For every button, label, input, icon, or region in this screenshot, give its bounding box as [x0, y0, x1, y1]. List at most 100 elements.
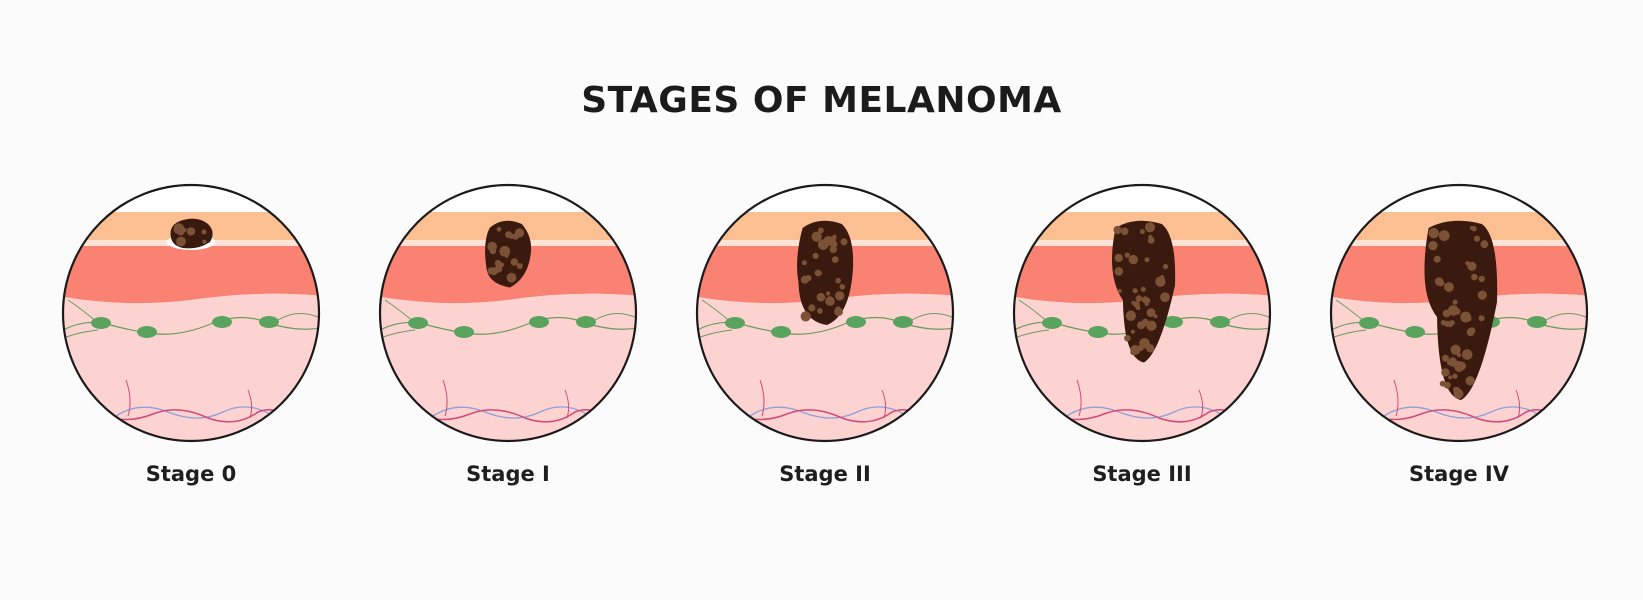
cell — [576, 316, 596, 328]
tumor-cell — [835, 277, 841, 284]
tumor-cell — [496, 226, 502, 232]
tumor-cell — [506, 272, 517, 283]
tumor-cell — [1124, 252, 1130, 258]
subcutis-layer — [380, 293, 636, 441]
tumor-cell — [1144, 257, 1150, 263]
nerve-branch — [277, 313, 319, 321]
subcutis-layer — [63, 293, 319, 441]
tumor-cell — [1471, 273, 1478, 281]
blood-vessel-red — [1370, 409, 1557, 423]
tumor-cell — [516, 263, 523, 269]
tumor-cell — [186, 227, 196, 236]
tumor-cell — [1148, 234, 1153, 240]
tumor-cell — [1144, 222, 1156, 233]
tumor-cell — [840, 238, 848, 246]
tumor-cell — [1117, 289, 1122, 293]
tumor-cell — [1141, 296, 1149, 304]
tumor-cell — [1113, 225, 1122, 235]
tumor-cell — [801, 260, 807, 266]
tumor-cell — [817, 227, 824, 234]
blood-vessel-branch — [125, 379, 131, 417]
tumor-cell — [829, 245, 837, 254]
stage-label-2: Stage II — [779, 462, 871, 486]
tumor-cell — [1469, 225, 1474, 230]
tumor-cell — [1467, 261, 1477, 271]
tumor-cell — [825, 291, 831, 296]
blood-vessel-red — [419, 409, 606, 423]
tumor-cell — [501, 249, 508, 256]
nerve-branch — [1545, 313, 1587, 321]
melanoma-tumor — [1424, 220, 1498, 400]
tumor-cell — [1130, 345, 1141, 355]
tumor-cell — [499, 262, 505, 268]
tumor-cell — [817, 239, 829, 250]
stage-label-1: Stage I — [466, 462, 550, 486]
tumor-cell — [489, 267, 498, 276]
blood-vessel-branch — [442, 379, 448, 417]
tumor-cell — [1114, 253, 1123, 263]
tumor-cell — [1455, 387, 1460, 392]
tumor-cell — [825, 296, 835, 306]
tumor-cell — [817, 270, 823, 276]
tumor-cell — [835, 306, 841, 312]
nerve-branch — [594, 313, 636, 321]
cell — [893, 316, 913, 328]
skin-cross-section-1 — [378, 183, 638, 443]
tumor-cell — [1465, 376, 1475, 386]
cell — [212, 316, 232, 328]
tumor-cell — [1120, 227, 1129, 236]
tumor-cell — [808, 304, 816, 312]
blood-vessel-red — [736, 409, 923, 423]
tumor-cell — [1452, 373, 1458, 379]
tumor-cell — [1140, 286, 1146, 292]
tumor-cell — [1130, 329, 1135, 334]
tumor-cell — [1444, 282, 1454, 292]
blood-vessel-branch — [881, 389, 887, 419]
tumor-cell — [1452, 299, 1458, 305]
tumor-cell — [1478, 315, 1485, 322]
tumor-cell — [817, 308, 823, 314]
blood-vessel-branch — [1515, 389, 1521, 419]
tumor-cell — [1139, 338, 1150, 349]
section-outline — [1329, 183, 1589, 443]
section-outline — [1012, 183, 1272, 443]
cell — [1088, 326, 1108, 338]
cell — [408, 317, 428, 329]
tumor-cell — [1454, 362, 1464, 372]
tumor-cell — [1131, 300, 1136, 305]
cell — [259, 316, 279, 328]
section-outline — [695, 183, 955, 443]
blood-vessel-red — [102, 409, 289, 423]
tumor-cell — [1139, 229, 1145, 235]
tumor-cell — [1125, 310, 1137, 321]
skin-cross-section-4 — [1329, 183, 1589, 443]
blood-vessel-blue — [746, 406, 908, 419]
tumor-cell — [1428, 240, 1438, 251]
tumor-cell — [1135, 305, 1141, 311]
skin-layers — [63, 185, 319, 441]
blood-vessel-branch — [1076, 379, 1082, 417]
cell — [846, 316, 866, 328]
skin-cross-section-0 — [61, 183, 321, 443]
tumor-cell — [1443, 381, 1451, 389]
tumor-cell — [1477, 290, 1487, 300]
subcutis-layer — [697, 293, 953, 441]
tumor-cell — [173, 225, 183, 235]
blood-vessel-branch — [759, 379, 765, 417]
tumor-cell — [831, 256, 839, 263]
cell — [91, 317, 111, 329]
tumor-cell — [1443, 232, 1450, 239]
tumor-cell — [1153, 314, 1158, 319]
tumor-cell — [839, 284, 846, 290]
tumor-cell — [1135, 295, 1143, 302]
tumor-cell — [1141, 318, 1149, 327]
blood-vessel-red — [1053, 409, 1240, 423]
tumor-cell — [512, 233, 519, 240]
tumor-cell — [800, 275, 809, 284]
tumor-cell — [1132, 288, 1138, 294]
tumor-cell — [1433, 255, 1441, 263]
cell — [1359, 317, 1379, 329]
stage-panel-1: Stage I — [375, 180, 641, 500]
cell — [771, 326, 791, 338]
tumor-cell — [201, 229, 207, 235]
